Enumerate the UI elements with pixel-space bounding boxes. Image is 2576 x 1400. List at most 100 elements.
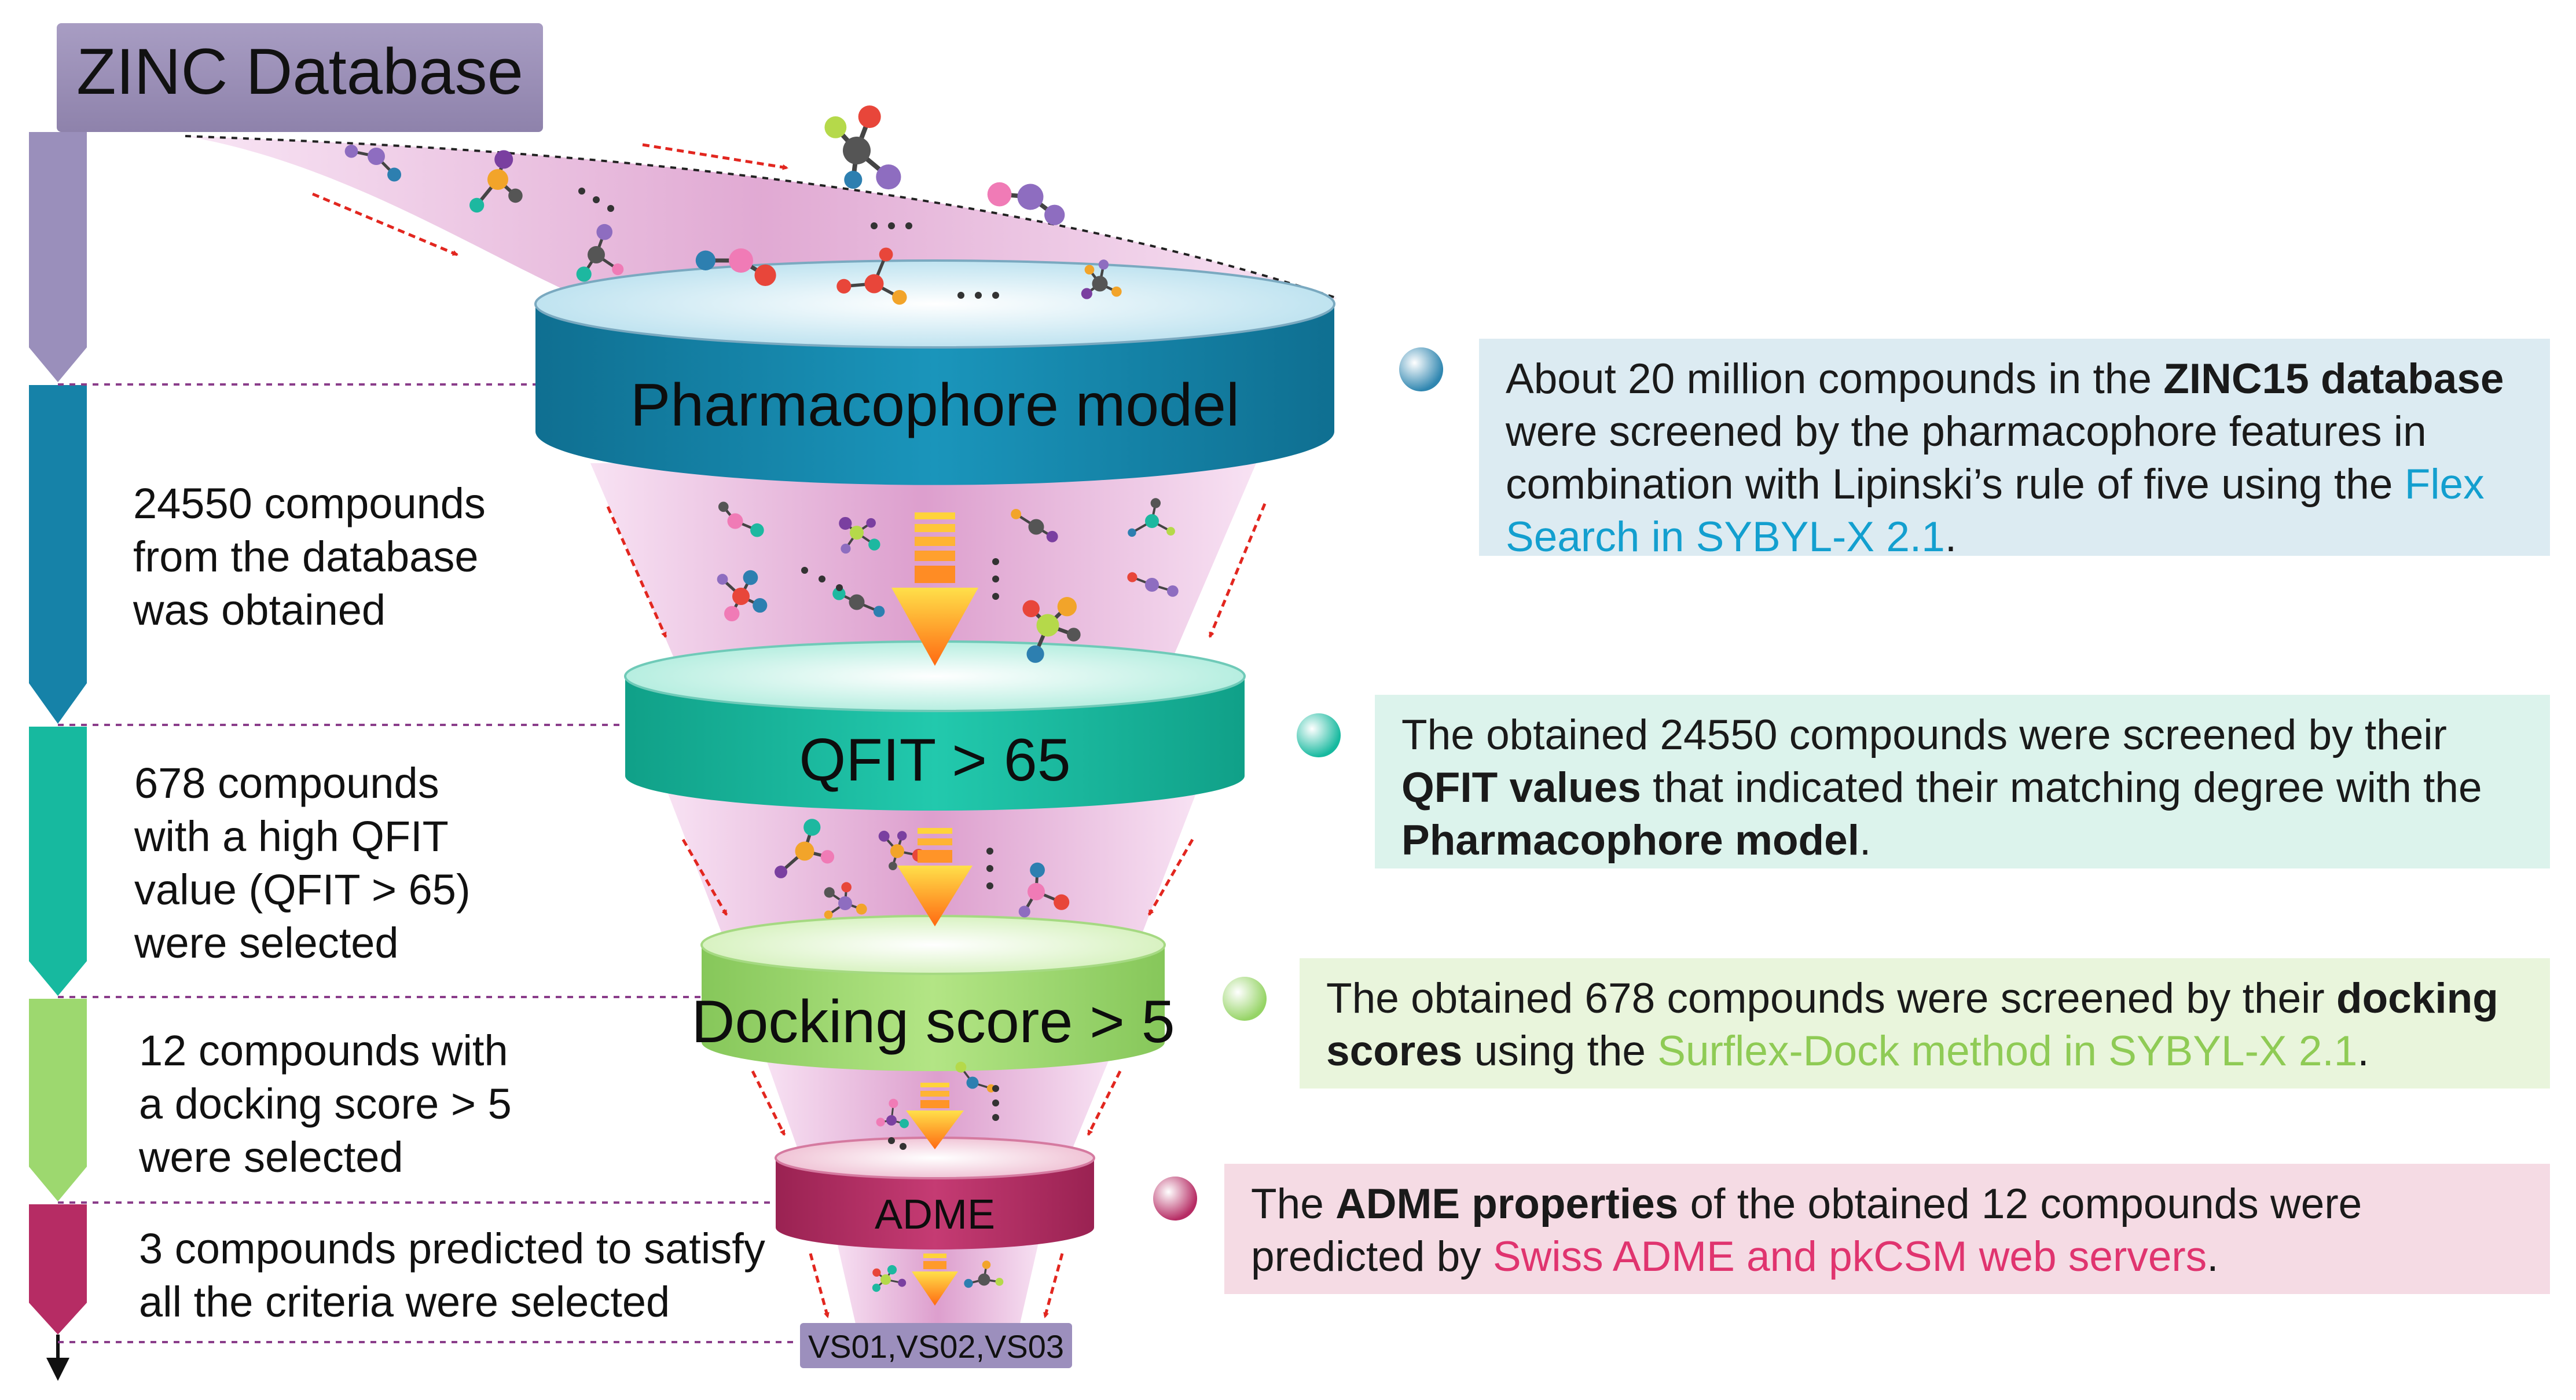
molecule-atom xyxy=(987,182,1012,207)
flow-arrow-1 xyxy=(891,512,978,666)
molecule-atom xyxy=(1030,862,1045,878)
stage-label: Pharmacophore model xyxy=(630,372,1239,439)
molecule-atom xyxy=(775,865,787,878)
molecule-atom xyxy=(849,594,865,610)
left-note-1: 24550 compounds from the database was ob… xyxy=(133,479,497,634)
molecule-atom xyxy=(900,1119,909,1128)
flow-arrow-2 xyxy=(897,828,973,926)
molecule-atom xyxy=(841,544,851,554)
ellipsis-dot xyxy=(888,222,895,229)
molecule-atom xyxy=(872,1284,880,1292)
stage-label: ADME xyxy=(875,1192,995,1238)
molecule-atom xyxy=(1026,645,1044,663)
left-note-2: 678 compounds with a high QFIT value (QF… xyxy=(134,759,482,967)
molecule-atom xyxy=(966,1076,979,1089)
result-box xyxy=(800,1323,1072,1368)
progress-segment-1 xyxy=(29,132,87,382)
progress-segment-3 xyxy=(29,727,87,996)
molecule-atom xyxy=(508,188,523,203)
molecule-atom xyxy=(1028,519,1044,535)
molecule-atom xyxy=(1044,204,1065,225)
ellipsis-dot xyxy=(905,222,912,229)
molecule-atom xyxy=(889,1098,898,1108)
molecule-atom xyxy=(873,606,885,617)
molecule-atom xyxy=(1017,184,1044,210)
software-link: Swiss ADME and pkCSM web servers xyxy=(1492,1233,2207,1280)
header-title: ZINC Database xyxy=(76,35,523,108)
molecule-atom xyxy=(978,1273,990,1286)
molecule-atom xyxy=(1166,527,1175,536)
ellipsis-dot xyxy=(607,205,614,212)
molecule-atom xyxy=(1150,498,1161,508)
molecule-atom xyxy=(1098,259,1109,270)
ellipsis-dot xyxy=(957,292,964,299)
molecule-atom xyxy=(754,264,776,286)
molecule-icon xyxy=(839,516,880,554)
description-pharmacophore: About 20 million compounds in the ZINC15… xyxy=(1479,339,2550,560)
molecule-atom xyxy=(695,250,716,270)
molecule-atom xyxy=(1128,528,1136,537)
molecule-atom xyxy=(880,1274,891,1285)
molecule-atom xyxy=(1111,286,1122,297)
molecule-atom xyxy=(850,526,864,540)
ellipsis-dot xyxy=(871,222,878,229)
molecule-atom xyxy=(864,274,884,294)
molecule-icon xyxy=(1128,498,1175,537)
molecule-atom xyxy=(588,246,605,263)
molecule-atom xyxy=(1145,514,1159,528)
molecule-atom xyxy=(995,1277,1004,1286)
molecule-atom xyxy=(824,116,847,138)
molecule-atom xyxy=(824,910,833,919)
ellipsis-dot xyxy=(986,865,993,872)
red-dashed-arrows xyxy=(312,143,1267,1318)
stage-qfit: QFIT > 65 xyxy=(624,640,1246,811)
molecule-atom xyxy=(841,882,852,893)
molecule-atom xyxy=(368,148,385,165)
left-note-4: 3 compounds predicted to satisfy all the… xyxy=(139,1225,777,1326)
molecule-atom xyxy=(795,841,814,861)
stage-label: QFIT > 65 xyxy=(799,727,1070,794)
ellipsis-dot xyxy=(593,196,600,203)
software-link: Flex Search in SYBYL-X 2.1 xyxy=(1506,461,2485,560)
molecule-atom xyxy=(1022,600,1040,617)
molecule-atom xyxy=(718,501,729,512)
molecule-atom xyxy=(824,887,835,898)
bullet-stage-2 xyxy=(1297,713,1341,757)
ellipsis-dots xyxy=(578,188,999,1150)
molecule-atom xyxy=(955,1061,967,1073)
molecule-atom xyxy=(387,167,402,182)
result-label: VS01,VS02,VS03 xyxy=(808,1328,1064,1365)
ellipsis-dot xyxy=(992,1114,999,1121)
molecule-atom xyxy=(964,1278,973,1288)
molecule-atom xyxy=(856,903,867,915)
molecule-atom xyxy=(1127,572,1137,582)
molecule-atom xyxy=(612,263,624,276)
ellipsis-dot xyxy=(900,1143,907,1150)
molecule-atom xyxy=(887,1265,897,1275)
molecule-icon xyxy=(1127,572,1179,597)
ellipsis-dot xyxy=(801,567,808,574)
molecule-atom xyxy=(1018,906,1030,918)
stage-pharmacophore-model: Pharmacophore model xyxy=(534,259,1335,485)
ellipsis-dot xyxy=(578,188,585,195)
molecule-icon xyxy=(1018,862,1070,918)
molecule-atom xyxy=(1145,578,1159,592)
molecule-atom xyxy=(843,137,871,164)
molecule-atom xyxy=(596,223,613,240)
molecule-atom xyxy=(838,896,852,910)
molecule-icon xyxy=(1081,259,1122,299)
ellipsis-dot xyxy=(992,292,999,299)
molecule-atom xyxy=(724,606,740,622)
bullet-stage-4 xyxy=(1153,1177,1197,1221)
ellipsis-dot xyxy=(986,882,993,889)
molecule-atom xyxy=(803,819,821,836)
molecule-atom xyxy=(344,144,358,158)
ellipsis-dot xyxy=(992,593,999,600)
molecule-icon xyxy=(344,144,402,182)
stage-label: Docking score > 5 xyxy=(691,988,1175,1056)
molecule-atom xyxy=(878,830,890,842)
ellipsis-dot xyxy=(975,292,982,299)
molecule-atom xyxy=(576,266,592,282)
molecule-icon xyxy=(717,570,768,622)
